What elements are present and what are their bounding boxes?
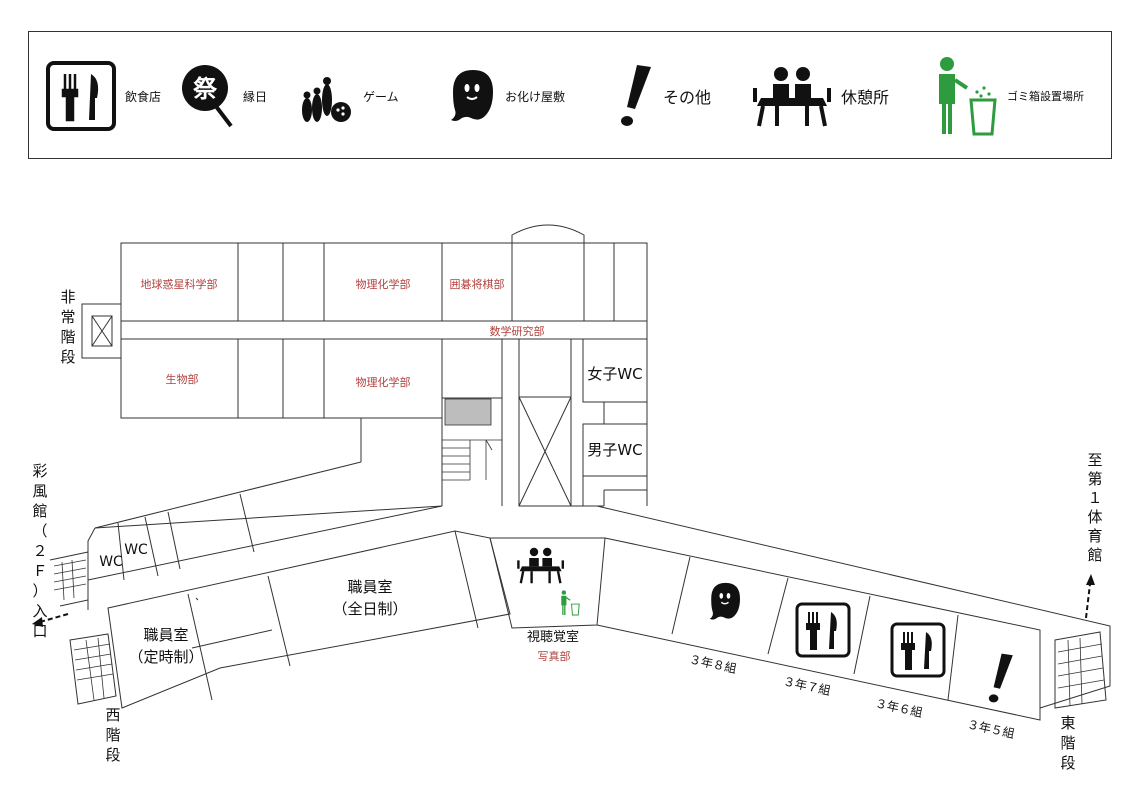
trash-icon-av-room [561, 590, 580, 616]
room-biology: 生物部 [166, 372, 199, 386]
arrow-to-gym [1085, 574, 1095, 619]
label-emergency-stairs: 非常階段 [60, 288, 75, 366]
legend-other: その他 [615, 32, 711, 160]
legend-food: 飲食店 [45, 32, 161, 160]
label-to-gym: 至第１体育館 [1087, 451, 1102, 564]
exclamation-icon [621, 65, 651, 126]
room-earth-science: 地球惑星科学部 [141, 277, 218, 291]
room-photo-club: 写真部 [538, 649, 571, 663]
room-girls-wc: 女子WC [587, 365, 642, 383]
room-wc-1: WC [99, 554, 123, 570]
trash-bin-person-icon [939, 57, 997, 136]
arrow-west-entrance [32, 613, 69, 627]
room-physics-chem-top: 物理化学部 [356, 277, 411, 291]
label-west-stairs: 西階段 [105, 706, 120, 764]
exclamation-icon-3-5 [988, 653, 1013, 703]
ghost-icon [451, 70, 493, 121]
legend-festival-label: 縁日 [243, 89, 268, 104]
legend-box: 飲食店 祭 縁日 ゲーム お化け屋敷 その他 [28, 31, 1112, 159]
rest-icon-av-room [517, 547, 565, 584]
legend-game-label: ゲーム [363, 89, 399, 104]
label-saifu-entrance: 彩風館（２Ｆ）入口 [32, 462, 47, 640]
svg-text:祭: 祭 [193, 75, 218, 103]
room-wc-2: WC [124, 542, 148, 558]
legend-rest-label: 休憩所 [841, 88, 890, 107]
room-go-shogi: 囲碁将棋部 [450, 277, 505, 291]
room-physics-chem-bottom: 物理化学部 [356, 375, 411, 389]
legend-trash-label: ゴミ箱設置場所 [1007, 90, 1084, 103]
legend-haunted-label: お化け屋敷 [505, 89, 566, 104]
legend-rest: 休憩所 [751, 32, 889, 160]
bench-people-icon [753, 67, 831, 127]
room-math: 数学研究部 [490, 324, 545, 338]
food-icon-3-7 [795, 602, 851, 658]
class-3-5: ３年５組 [966, 717, 1016, 741]
fork-knife-icon [46, 61, 116, 131]
food-icon-3-6 [890, 622, 946, 678]
legend-game: ゲーム [299, 32, 399, 160]
legend-other-label: その他 [663, 88, 712, 107]
class-3-6: ３年６組 [874, 696, 924, 720]
room-staff-part-sub: （定時制） [128, 648, 203, 666]
room-av: 視聴覚室 [527, 629, 579, 645]
bowling-icon [302, 77, 351, 122]
legend-trash: ゴミ箱設置場所 [935, 32, 1084, 160]
legend-festival: 祭 縁日 [179, 32, 267, 160]
room-staff-full-sub: （全日制） [332, 600, 407, 618]
room-staff-full: 職員室 [347, 578, 392, 596]
room-boys-wc: 男子WC [587, 441, 642, 459]
ghost-icon-3-8 [709, 582, 740, 620]
legend-haunted: お化け屋敷 [443, 32, 565, 160]
legend-food-label: 飲食店 [125, 89, 162, 104]
label-east-stairs: 東階段 [1060, 714, 1075, 772]
room-staff-part: 職員室 [143, 626, 188, 644]
class-3-8: ３年８組 [688, 652, 738, 676]
festival-fan-icon: 祭 [182, 65, 233, 128]
class-3-7: ３年７組 [782, 674, 832, 698]
